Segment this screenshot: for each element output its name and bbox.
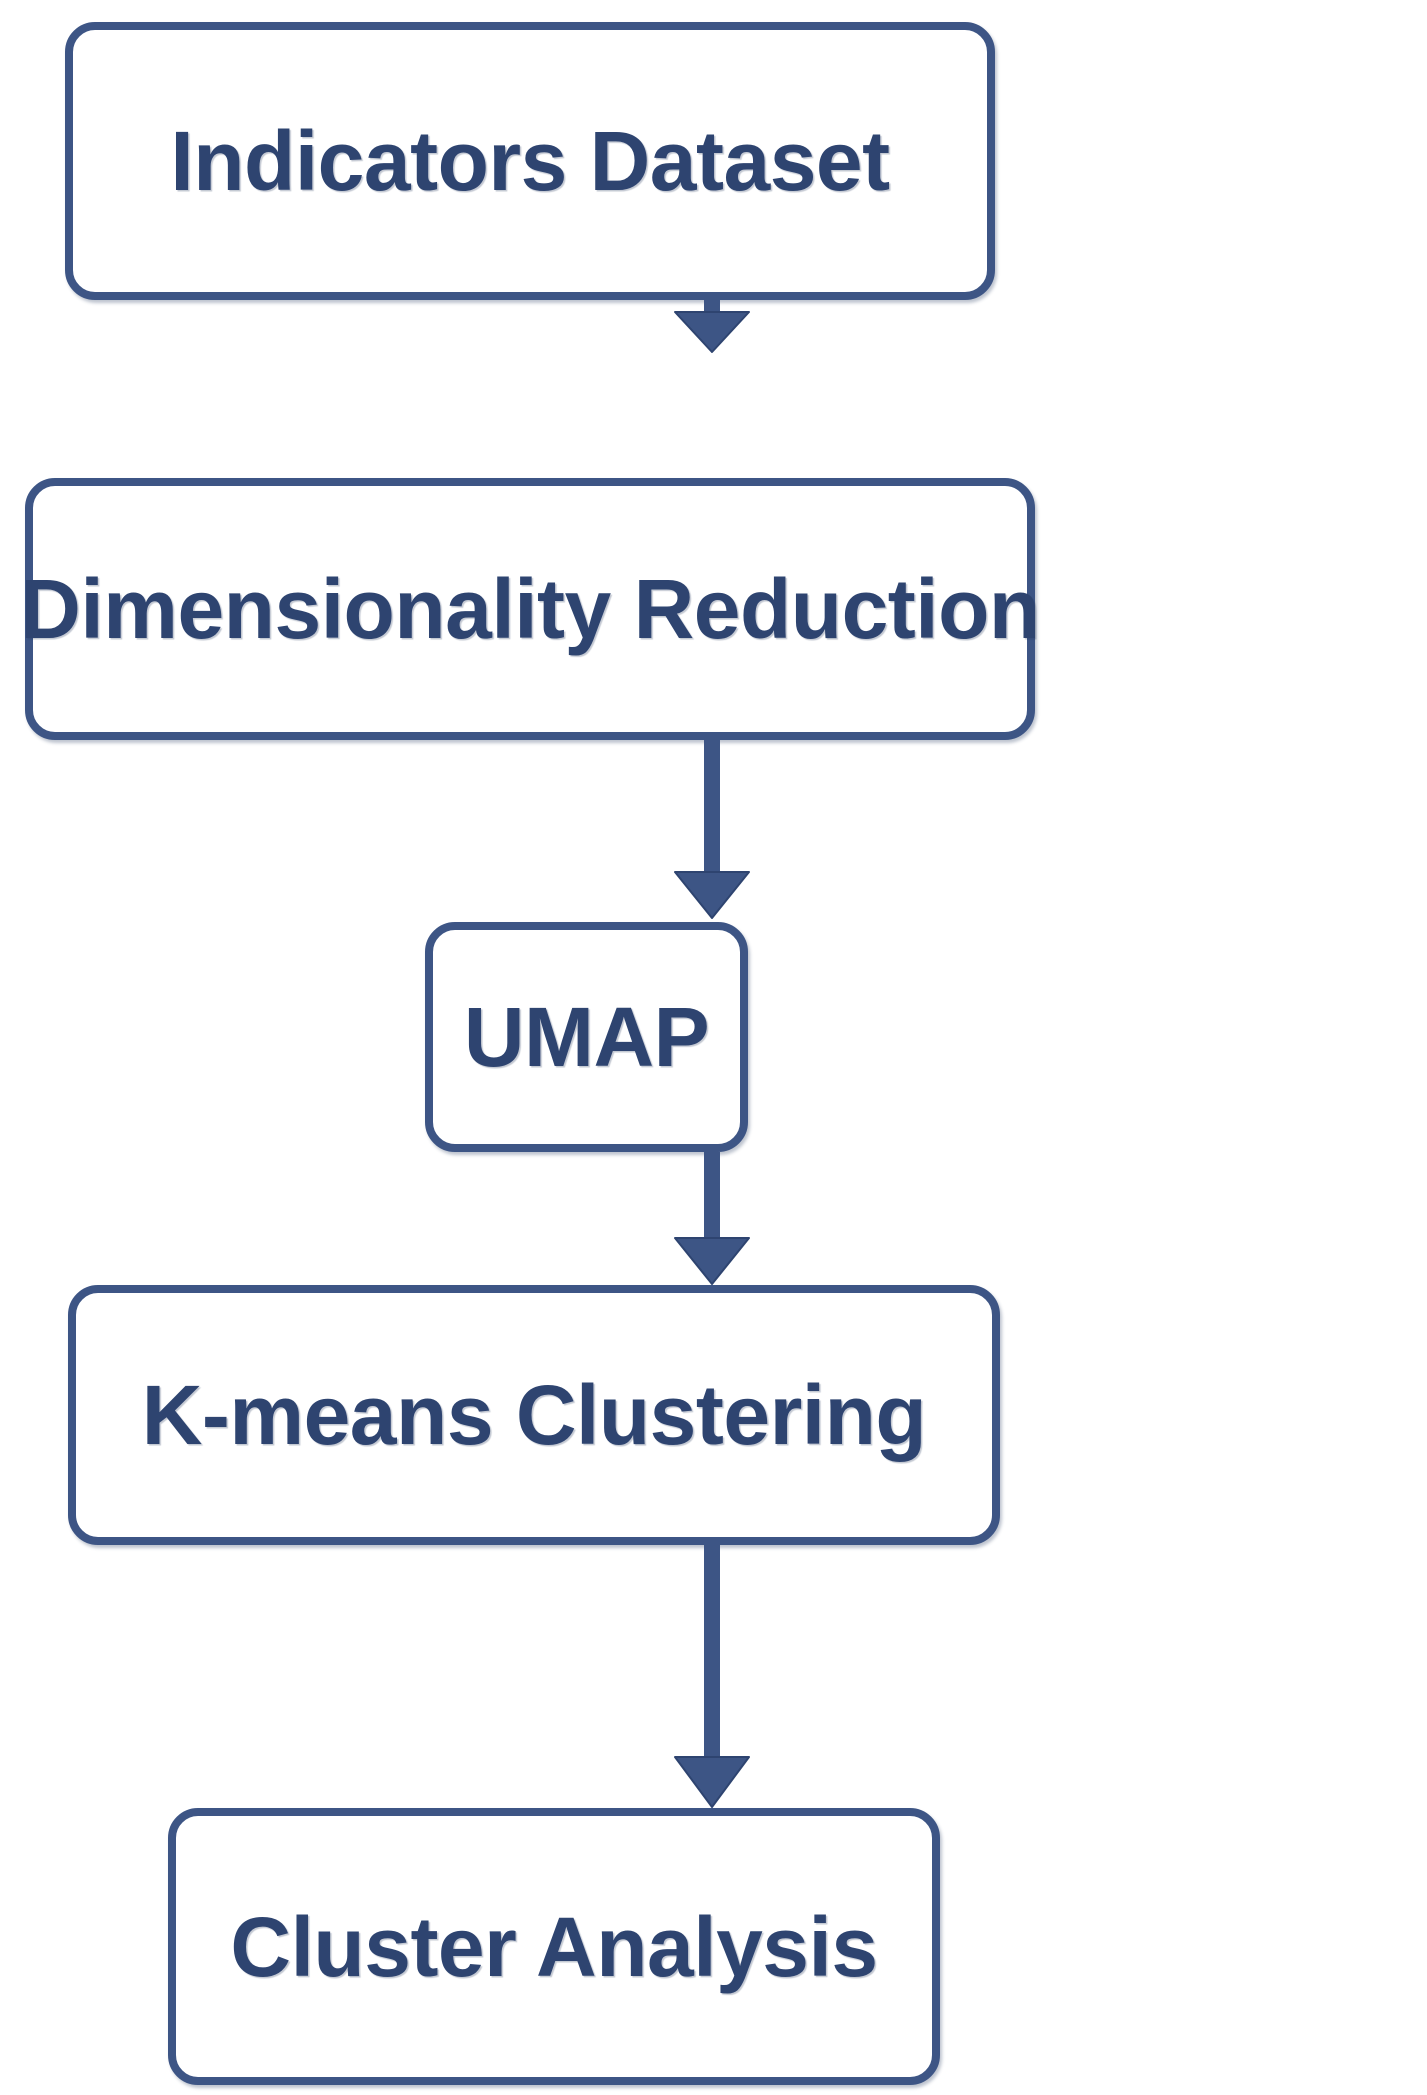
flow-node-cluster-analysis[interactable]: Cluster Analysis [168, 1808, 940, 2085]
flow-node-indicators-dataset[interactable]: Indicators Dataset [65, 22, 995, 300]
flow-arrow-down-4 [670, 1545, 754, 1811]
flow-arrow-down-1 [670, 300, 754, 356]
flow-arrow-down-2 [670, 740, 754, 922]
flow-node-label: K-means Clustering [141, 1368, 927, 1462]
flow-node-label: Indicators Dataset [170, 114, 890, 208]
flow-node-umap[interactable]: UMAP [425, 922, 748, 1152]
flow-node-label: Cluster Analysis [230, 1899, 878, 1994]
flow-node-label: UMAP [463, 990, 710, 1084]
flow-node-kmeans-clustering[interactable]: K-means Clustering [68, 1285, 1000, 1545]
flow-node-dimensionality-reduction[interactable]: Dimensionality Reduction [20, 478, 1040, 740]
flow-arrow-down-3 [670, 1152, 754, 1288]
flow-node-label: Dimensionality Reduction [20, 562, 1040, 656]
